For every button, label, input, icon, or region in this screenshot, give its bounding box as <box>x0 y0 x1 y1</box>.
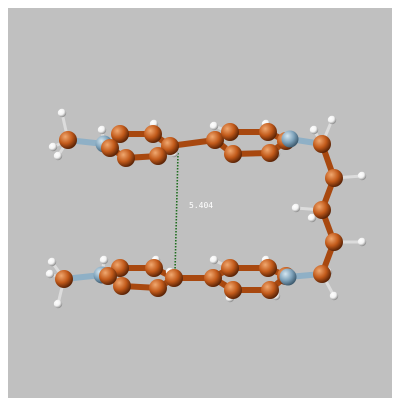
molecule-scene[interactable]: 5.404 <box>8 8 392 398</box>
nitrogen-atom-icon[interactable] <box>279 268 297 286</box>
carbon-atom-icon[interactable] <box>165 269 183 287</box>
carbon-atom-icon[interactable] <box>59 131 77 149</box>
measurement-layer: 5.404 <box>174 152 213 273</box>
carbon-atom-icon[interactable] <box>261 281 279 299</box>
carbon-atom-icon[interactable] <box>144 125 162 143</box>
carbon-atom-icon[interactable] <box>313 135 331 153</box>
carbon-atom-icon[interactable] <box>261 144 279 162</box>
carbon-atom-icon[interactable] <box>101 139 119 157</box>
carbon-atom-icon[interactable] <box>117 149 135 167</box>
carbon-atom-icon[interactable] <box>259 123 277 141</box>
atoms-layer <box>45 108 367 309</box>
hydrogen-atom-icon[interactable] <box>307 213 317 223</box>
carbon-atom-icon[interactable] <box>224 145 242 163</box>
hydrogen-atom-icon[interactable] <box>97 125 107 135</box>
carbon-atom-icon[interactable] <box>55 270 73 288</box>
nitrogen-atom-icon[interactable] <box>281 130 299 148</box>
carbon-atom-icon[interactable] <box>221 259 239 277</box>
hydrogen-atom-icon[interactable] <box>309 125 319 135</box>
carbon-atom-icon[interactable] <box>221 123 239 141</box>
hydrogen-atom-icon[interactable] <box>53 299 63 309</box>
hydrogen-atom-icon[interactable] <box>53 151 63 161</box>
hydrogen-atom-icon[interactable] <box>99 255 109 265</box>
hydrogen-atom-icon[interactable] <box>45 269 55 279</box>
hydrogen-atom-icon[interactable] <box>291 203 301 213</box>
hydrogen-atom-icon[interactable] <box>329 291 339 301</box>
carbon-atom-icon[interactable] <box>145 259 163 277</box>
carbon-atom-icon[interactable] <box>313 201 331 219</box>
carbon-atom-icon[interactable] <box>113 277 131 295</box>
hydrogen-atom-icon[interactable] <box>209 121 219 131</box>
hydrogen-atom-icon[interactable] <box>57 108 67 118</box>
carbon-atom-icon[interactable] <box>313 265 331 283</box>
hydrogen-atom-icon[interactable] <box>47 257 57 267</box>
carbon-atom-icon[interactable] <box>149 279 167 297</box>
hydrogen-atom-icon[interactable] <box>209 255 219 265</box>
carbon-atom-icon[interactable] <box>204 269 222 287</box>
carbon-atom-icon[interactable] <box>259 259 277 277</box>
carbon-atom-icon[interactable] <box>161 137 179 155</box>
hydrogen-atom-icon[interactable] <box>357 171 367 181</box>
carbon-atom-icon[interactable] <box>224 281 242 299</box>
hydrogen-atom-icon[interactable] <box>357 237 367 247</box>
distance-measurement-label: 5.404 <box>189 201 213 210</box>
hydrogen-atom-icon[interactable] <box>48 142 58 152</box>
carbon-atom-icon[interactable] <box>325 233 343 251</box>
carbon-atom-icon[interactable] <box>99 267 117 285</box>
carbon-atom-icon[interactable] <box>325 169 343 187</box>
carbon-atom-icon[interactable] <box>206 131 224 149</box>
carbon-atom-icon[interactable] <box>149 147 167 165</box>
hydrogen-atom-icon[interactable] <box>327 115 337 125</box>
distance-measurement-line[interactable] <box>174 152 179 273</box>
carbon-atom-icon[interactable] <box>111 125 129 143</box>
molecule-viewport[interactable]: 5.404 <box>8 8 392 398</box>
